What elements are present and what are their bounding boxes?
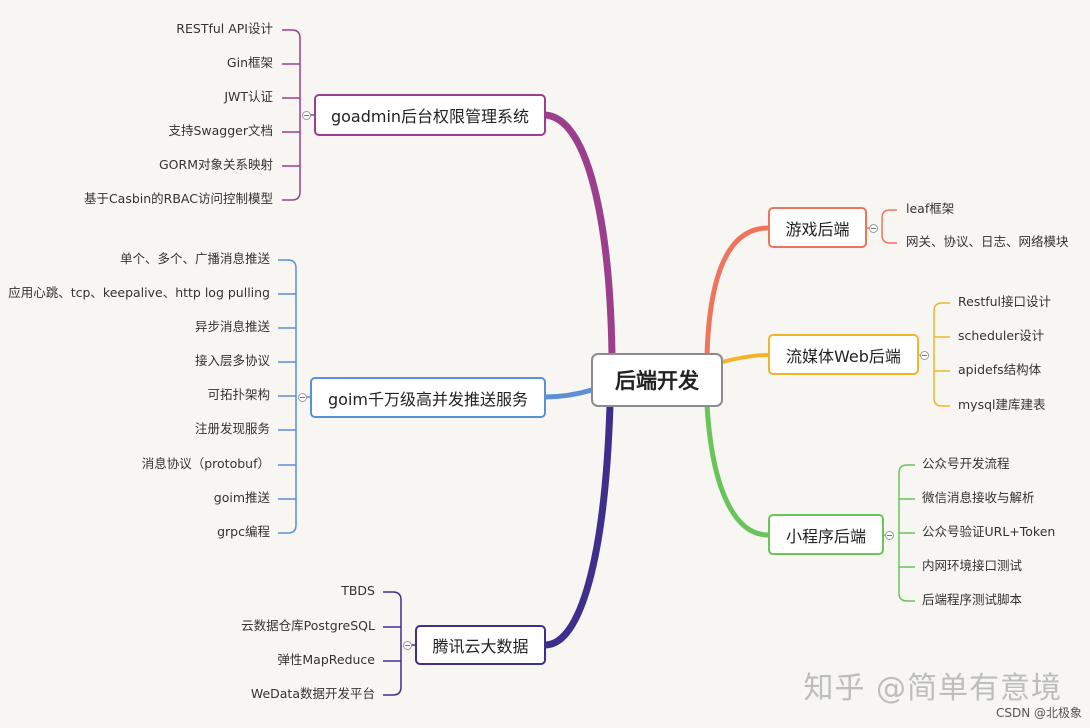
collapse-toggle-tencent[interactable] [403,641,412,650]
root-node[interactable]: 后端开发 [591,353,723,407]
leaf-goim-4[interactable]: 接入层多协议 [194,353,270,368]
trunk-goadmin [541,111,616,359]
trunk-stream [720,353,770,364]
leaf-goadmin-2[interactable]: Gin框架 [226,55,273,70]
leaf-stream-1[interactable]: Restful接口设计 [958,294,1052,309]
leaf-mini-2[interactable]: 微信消息接收与解析 [922,490,1035,505]
collapse-toggle-goadmin[interactable] [302,111,311,120]
leaf-goadmin-4[interactable]: 支持Swagger文档 [168,123,273,138]
leaf-mini-5[interactable]: 后端程序测试脚本 [922,592,1023,607]
trunk-mini [704,402,771,538]
leaf-goim-3[interactable]: 异步消息推送 [194,319,270,334]
trunk-tencent [541,401,614,649]
leaf-goadmin-6[interactable]: 基于Casbin的RBAC访问控制模型 [83,191,273,206]
leaf-mini-3[interactable]: 公众号验证URL+Token [922,524,1056,539]
leaf-mini-4[interactable]: 内网环境接口测试 [922,558,1023,573]
node-mini[interactable]: 小程序后端 [768,514,884,555]
leaf-goadmin-5[interactable]: GORM对象关系映射 [159,157,273,172]
leaf-goim-5[interactable]: 可拓扑架构 [207,387,270,402]
zhihu-watermark: 知乎 @简单有意境 [803,671,1062,706]
collapse-toggle-goim[interactable] [298,393,307,402]
leaf-goim-8[interactable]: goim推送 [213,490,270,505]
leaf-goim-9[interactable]: grpc编程 [217,524,270,539]
leaf-tencent-4[interactable]: WeData数据开发平台 [250,686,375,701]
leaf-goim-7[interactable]: 消息协议（protobuf） [141,456,270,471]
leaf-stream-2[interactable]: scheduler设计 [958,328,1045,343]
csdn-credit: CSDN @北极象 [995,706,1082,720]
leaf-mini-1[interactable]: 公众号开发流程 [922,456,1010,471]
collapse-toggle-stream[interactable] [920,351,929,360]
node-goadmin[interactable]: goadmin后台权限管理系统 [314,94,546,136]
leaf-goadmin-1[interactable]: RESTful API设计 [176,21,273,36]
node-goim[interactable]: goim千万级高并发推送服务 [310,377,546,418]
leaf-tencent-2[interactable]: 云数据仓库PostgreSQL [241,618,375,633]
trunk-game [704,225,771,358]
leaf-goadmin-3[interactable]: JWT认证 [224,89,273,104]
node-tencent[interactable]: 腾讯云大数据 [415,625,546,665]
collapse-toggle-game[interactable] [869,224,878,233]
leaf-goim-6[interactable]: 注册发现服务 [194,421,270,436]
node-game[interactable]: 游戏后端 [768,207,867,248]
leaf-tencent-3[interactable]: 弹性MapReduce [277,652,375,667]
node-stream[interactable]: 流媒体Web后端 [768,334,919,375]
leaf-stream-3[interactable]: apidefs结构体 [958,362,1042,377]
leaf-stream-4[interactable]: mysql建库建表 [958,397,1046,412]
leaf-goim-1[interactable]: 单个、多个、广播消息推送 [119,251,270,266]
leaf-game-1[interactable]: leaf框架 [906,201,955,216]
leaf-tencent-1[interactable]: TBDS [341,583,375,598]
leaf-game-2[interactable]: 网关、协议、日志、网络模块 [906,234,1069,249]
leaf-goim-2[interactable]: 应用心跳、tcp、keepalive、http log pulling [8,285,270,300]
collapse-toggle-mini[interactable] [885,531,894,540]
trunk-goim [542,387,595,400]
